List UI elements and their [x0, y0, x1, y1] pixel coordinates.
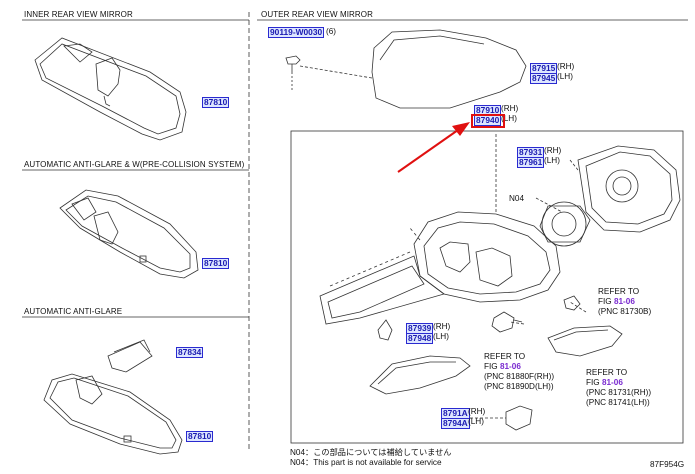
- note-en: N04：This part is not available for servi…: [290, 458, 442, 467]
- refer-2-pnc-rh: (PNC 81880F(RH)): [484, 372, 555, 381]
- suffix-lh: (LH): [557, 72, 573, 81]
- suffix-lh: (LH): [544, 156, 560, 165]
- bulb-drawing: [563, 295, 581, 311]
- highlight-box: [471, 114, 505, 128]
- suffix-rh: (RH): [468, 407, 486, 416]
- figure-id: 87F954G: [650, 460, 685, 469]
- refer-1-title: REFER TO: [598, 287, 640, 296]
- suffix-rh: (RH): [557, 62, 575, 71]
- mirror-glass-drawing: [577, 145, 681, 233]
- inner-mirror-1-drawing: [34, 37, 187, 141]
- refer-3-pnc-lh: (PNC 81741(LH)): [586, 398, 650, 407]
- section-title-anti-glare: AUTOMATIC ANTI-GLARE: [24, 307, 123, 316]
- refer-2-title: REFER TO: [484, 352, 526, 361]
- suffix-lh: (LH): [433, 332, 449, 341]
- side-lamp-drawing: [547, 325, 623, 357]
- part-number-glass-lh[interactable]: 87961: [517, 157, 545, 168]
- refer-3-fig: FIG 81-06: [586, 378, 623, 388]
- refer-3-title: REFER TO: [586, 368, 628, 377]
- section-title-anti-glare-pcs: AUTOMATIC ANTI-GLARE & W(PRE-COLLISION S…: [24, 160, 245, 169]
- section-title-outer: OUTER REAR VIEW MIRROR: [261, 10, 373, 19]
- refer-2-fig-link[interactable]: 81-06: [499, 362, 521, 371]
- suffix-lh: (LH): [468, 417, 484, 426]
- part-number-cover-lh[interactable]: 8794A: [441, 418, 470, 429]
- motor-drawing: [539, 201, 591, 247]
- small-cover-drawing: [505, 405, 533, 431]
- suffix-lh: (LH): [501, 114, 517, 123]
- refer-3-fig-link[interactable]: 81-06: [601, 378, 623, 387]
- inner-mirror-3-drawing: [43, 373, 183, 455]
- part-number-lamp-lh[interactable]: 87948: [406, 333, 434, 344]
- refer-2-fig: FIG 81-06: [484, 362, 521, 372]
- highlight-arrow: [397, 122, 470, 173]
- cover-glare-drawing: [107, 341, 153, 373]
- refer-1-fig-prefix: FIG: [598, 297, 612, 306]
- inner-mirror-2-drawing: [59, 189, 199, 279]
- part-number-cover-glare[interactable]: 87834: [176, 347, 204, 358]
- part-number-inner-mirror-1[interactable]: 87810: [202, 97, 230, 108]
- part-number-cap-lh[interactable]: 87945: [530, 73, 558, 84]
- refer-2-pnc-lh: (PNC 81890D(LH)): [484, 382, 554, 391]
- turn-lamp-drawing: [369, 319, 471, 395]
- part-number-inner-mirror-2[interactable]: 87810: [202, 258, 230, 269]
- mirror-cap-drawing: [371, 29, 527, 109]
- refer-3-fig-prefix: FIG: [586, 378, 600, 387]
- suffix-rh: (RH): [544, 146, 562, 155]
- n04-label: N04: [509, 194, 525, 203]
- refer-1-fig: FIG 81-06: [598, 297, 635, 307]
- note-jp: N04：この部品については補給していません: [290, 448, 452, 457]
- section-title-inner: INNER REAR VIEW MIRROR: [24, 10, 133, 19]
- part-number-bolt[interactable]: 90119-W0030: [268, 27, 325, 38]
- bolt-qty: (6): [326, 27, 337, 36]
- refer-3-pnc-rh: (PNC 81731(RH)): [586, 388, 652, 397]
- refer-2-fig-prefix: FIG: [484, 362, 498, 371]
- refer-1-fig-link[interactable]: 81-06: [613, 297, 635, 306]
- connector-drawing: [491, 311, 523, 333]
- part-number-inner-mirror-3[interactable]: 87810: [186, 431, 214, 442]
- assembly-box: [290, 130, 684, 444]
- bolt-drawing: [285, 55, 301, 92]
- refer-1-pnc: (PNC 81730B): [598, 307, 652, 316]
- suffix-rh: (RH): [501, 104, 519, 113]
- mirror-assembly-drawing: [319, 211, 561, 325]
- suffix-rh: (RH): [433, 322, 451, 331]
